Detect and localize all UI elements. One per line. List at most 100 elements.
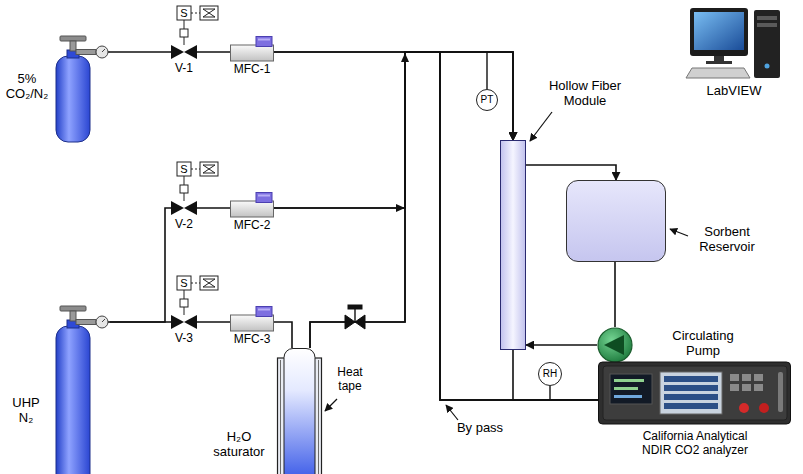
nda-symbol [730,384,739,391]
nda-symbol [778,372,783,412]
pipe-line [513,350,598,400]
valve-symbol [184,45,197,59]
nda-symbol [730,374,739,381]
pc-symbol [686,68,750,78]
nda-symbol [742,374,751,381]
water-saturator: H₂O saturator [277,348,322,474]
pipe-line [274,322,292,348]
solenoid-valve: V-2 [171,200,197,234]
node-label: H₂O saturator [209,430,269,460]
node-label: UHP N₂ [6,396,46,426]
nda-symbol [664,394,718,400]
solenoid-actuator [180,299,188,307]
solenoid-actuator [177,276,218,315]
cyl-symbol [60,306,86,311]
node-label: PT [481,94,494,106]
nda-symbol [614,395,642,398]
pump-symbol [597,327,633,363]
sat-symbol [284,349,315,474]
pipe-line [197,207,230,209]
nda-symbol [742,384,751,391]
node-label: LabVIEW [707,84,762,99]
mass-flow-controller: MFC-1 [230,36,274,78]
cyl-symbol [60,36,86,41]
mfc-symbol [258,195,270,197]
solenoid-actuator [200,162,218,176]
pipe-line [110,208,171,322]
co2-analyzer: California Analytical NDIR CO2 analyzer [598,360,792,464]
leader-line [446,405,458,420]
cyl-symbol [54,304,110,474]
nda-symbol [660,372,722,414]
pc-symbol [757,23,777,27]
cyl-symbol [76,50,96,55]
valve-symbol [171,45,184,59]
nda-symbol [664,403,718,409]
nda-symbol [754,384,763,391]
solenoid-actuator [191,169,200,170]
sensor-stem [549,386,550,400]
pump-symbol [598,328,632,362]
node-label: V-3 [175,332,193,346]
pc-symbol [694,12,744,50]
solenoid-valve: V-1 [171,44,197,78]
node-label: 5% CO₂/N₂ [4,72,50,102]
pipe-line [110,321,171,323]
mfc-symbol [231,201,274,217]
valve-symbol [184,201,197,215]
pipe-line [614,262,616,327]
cyl-symbol [70,41,76,51]
cyl-symbol [56,326,90,474]
pc-symbol [690,8,748,56]
valve-symbol [171,201,184,215]
solenoid-actuator [177,162,191,176]
callout-label: Heat tape [331,366,369,394]
node-label: Hollow Fiber Module [543,79,627,109]
pipe-line [310,52,598,400]
pipe-line [197,321,230,323]
nda-symbol [664,385,718,391]
solenoid-actuator [203,283,215,287]
nda-symbol [603,366,787,420]
node-label: MFC-2 [234,219,271,233]
mfc-symbol [256,307,272,317]
solenoid-actuator [203,169,215,173]
cyl-symbol [96,46,108,58]
node-label: V-1 [175,62,193,76]
solenoid-mark: S [177,6,191,20]
pc-symbol [765,64,770,69]
nda-symbol [610,374,652,404]
flow-arrowhead [396,53,409,212]
needle-valve [345,305,365,329]
pipe-line [110,51,171,53]
mfc-symbol [256,193,272,203]
node-label: MFC-3 [234,333,271,347]
needle-valve [354,309,355,322]
pipe-line [197,51,230,53]
mfc-symbol [231,45,274,61]
pipe-line [274,52,513,140]
nda-symbol [664,376,718,382]
mfc-symbol [231,315,274,331]
circulating-pump: Circulating Pump [597,327,633,363]
cyl-symbol [102,49,105,52]
sat-symbol [318,360,319,474]
pc-symbol [706,61,732,64]
sensor-stem [486,52,487,89]
solenoid-actuator [180,29,188,37]
cyl-symbol [70,311,76,321]
mass-flow-controller: MFC-3 [230,306,274,348]
hollow-fiber-module: Hollow Fiber Module [500,140,526,350]
solenoid-actuator [177,6,191,20]
pump-symbol [604,335,624,355]
pipe-line [274,52,513,208]
node-label: Sorbent Reservoir [691,225,763,255]
node-label: V-2 [175,218,193,232]
solenoid-actuator [177,6,218,45]
pc-symbol [754,10,780,78]
pipe-line [310,52,513,348]
pressure-transducer: PT [476,89,498,111]
mfc-symbol [258,309,270,311]
nda-symbol [739,403,749,413]
solenoid-actuator [200,276,218,290]
